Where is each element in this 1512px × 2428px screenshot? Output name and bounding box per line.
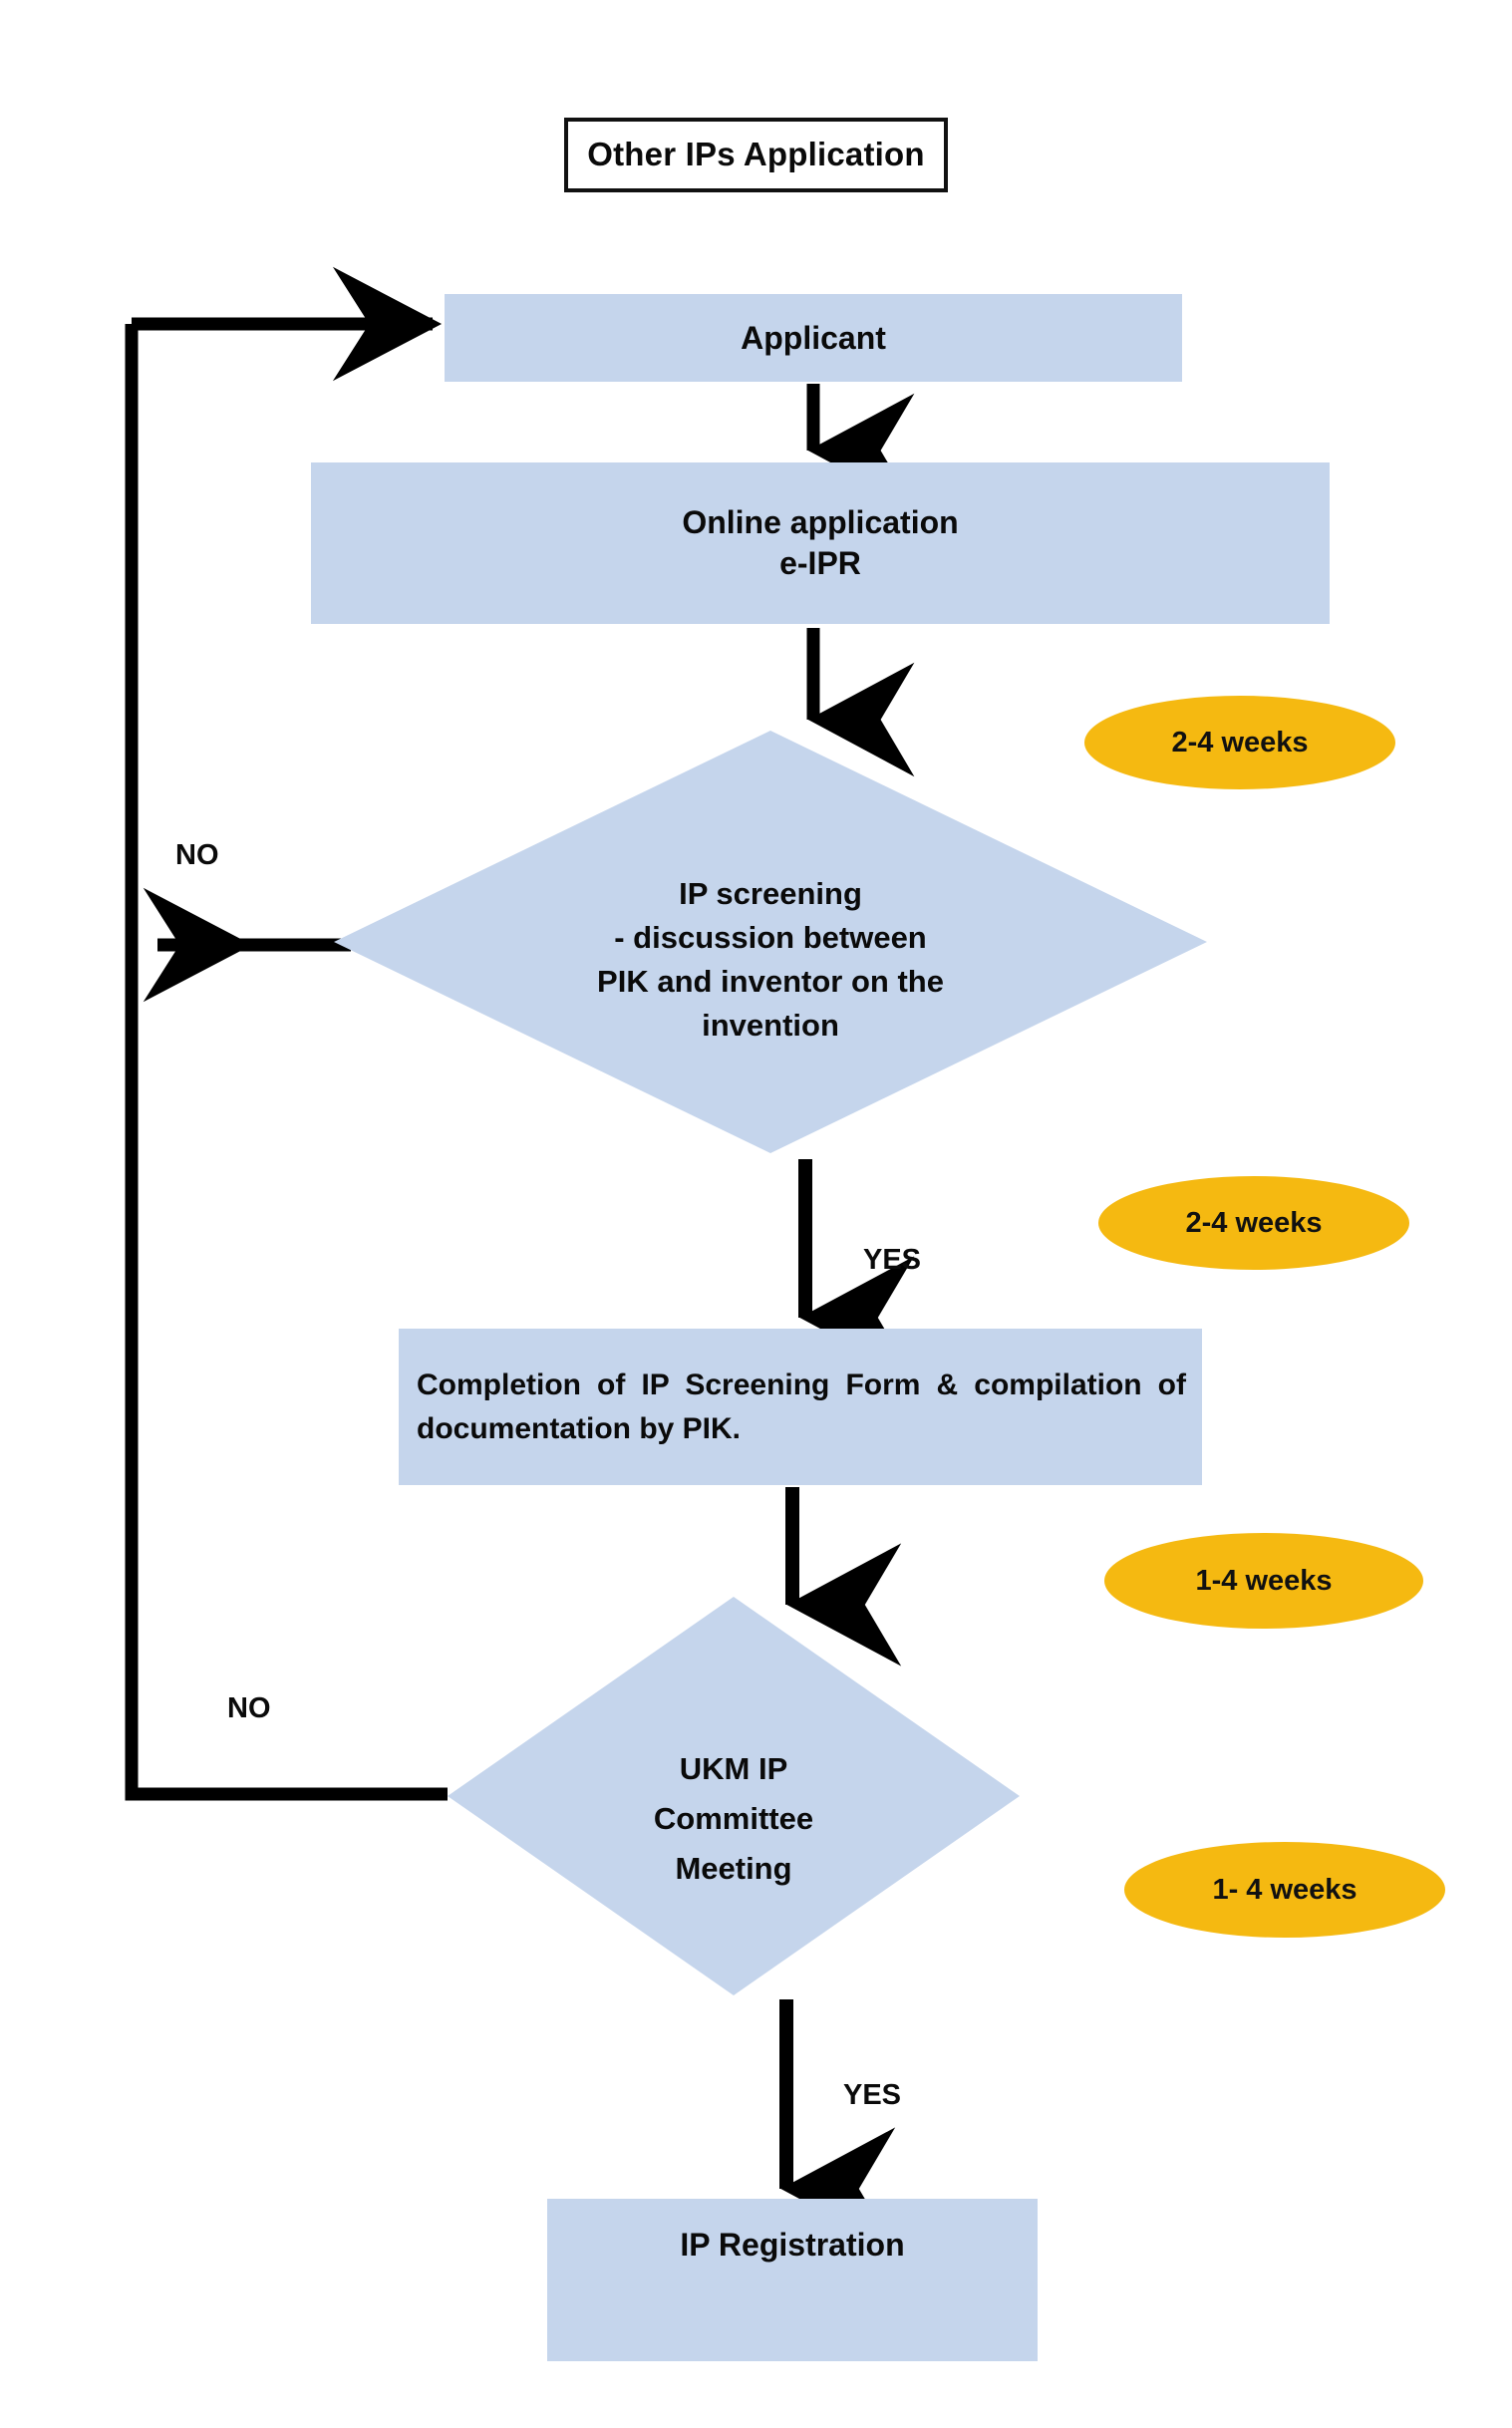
node-ip-screening-line1: IP screening: [679, 876, 862, 911]
duration-badge-2-label: 2-4 weeks: [1185, 1206, 1323, 1239]
node-ukm-ip-committee-decision[interactable]: UKM IP Committee Meeting: [448, 1597, 1020, 1995]
node-ukm-ip-committee-line1: UKM IP: [679, 1751, 788, 1786]
node-online-application-label-line1: Online application: [682, 504, 959, 541]
page-title: Other IPs Application: [587, 136, 925, 173]
duration-badge-2: 2-4 weeks: [1098, 1176, 1409, 1270]
node-ip-screening-decision[interactable]: IP screening - discussion between PIK an…: [334, 731, 1207, 1153]
duration-badge-3: 1-4 weeks: [1104, 1533, 1423, 1629]
edge-label-yes-screening: YES: [863, 1244, 922, 1276]
node-online-application-label-line2: e-IPR: [779, 545, 861, 581]
node-ip-registration[interactable]: IP Registration: [547, 2199, 1038, 2361]
node-form-completion-label: Completion of IP Screening Form & compil…: [417, 1368, 1186, 1445]
node-applicant-label: Applicant: [741, 319, 886, 356]
node-ip-registration-label: IP Registration: [680, 2227, 905, 2263]
node-ip-screening-line4: invention: [702, 1008, 839, 1044]
diagram-title-box: Other IPs Application: [564, 118, 948, 192]
node-ip-screening-line3: PIK and inventor on the: [597, 964, 944, 1000]
duration-badge-3-label: 1-4 weeks: [1195, 1564, 1333, 1597]
duration-badge-4: 1- 4 weeks: [1124, 1842, 1445, 1938]
edge-label-no-screening: NO: [175, 839, 219, 871]
node-ukm-ip-committee-label: UKM IP Committee Meeting: [448, 1744, 1020, 1895]
node-ukm-ip-committee-line3: Meeting: [675, 1851, 792, 1887]
edge-label-no-committee: NO: [227, 1692, 271, 1724]
node-online-application[interactable]: Online application e-IPR: [311, 462, 1330, 624]
node-applicant[interactable]: Applicant: [445, 294, 1182, 382]
node-ip-screening-label: IP screening - discussion between PIK an…: [334, 872, 1207, 1048]
node-ukm-ip-committee-line2: Committee: [653, 1801, 814, 1837]
duration-badge-4-label: 1- 4 weeks: [1212, 1873, 1358, 1906]
node-form-completion[interactable]: Completion of IP Screening Form & compil…: [399, 1329, 1202, 1485]
node-ip-screening-line2: - discussion between: [614, 920, 927, 956]
duration-badge-1: 2-4 weeks: [1084, 696, 1395, 789]
duration-badge-1-label: 2-4 weeks: [1171, 726, 1309, 759]
edge-label-yes-committee: YES: [843, 2079, 902, 2111]
